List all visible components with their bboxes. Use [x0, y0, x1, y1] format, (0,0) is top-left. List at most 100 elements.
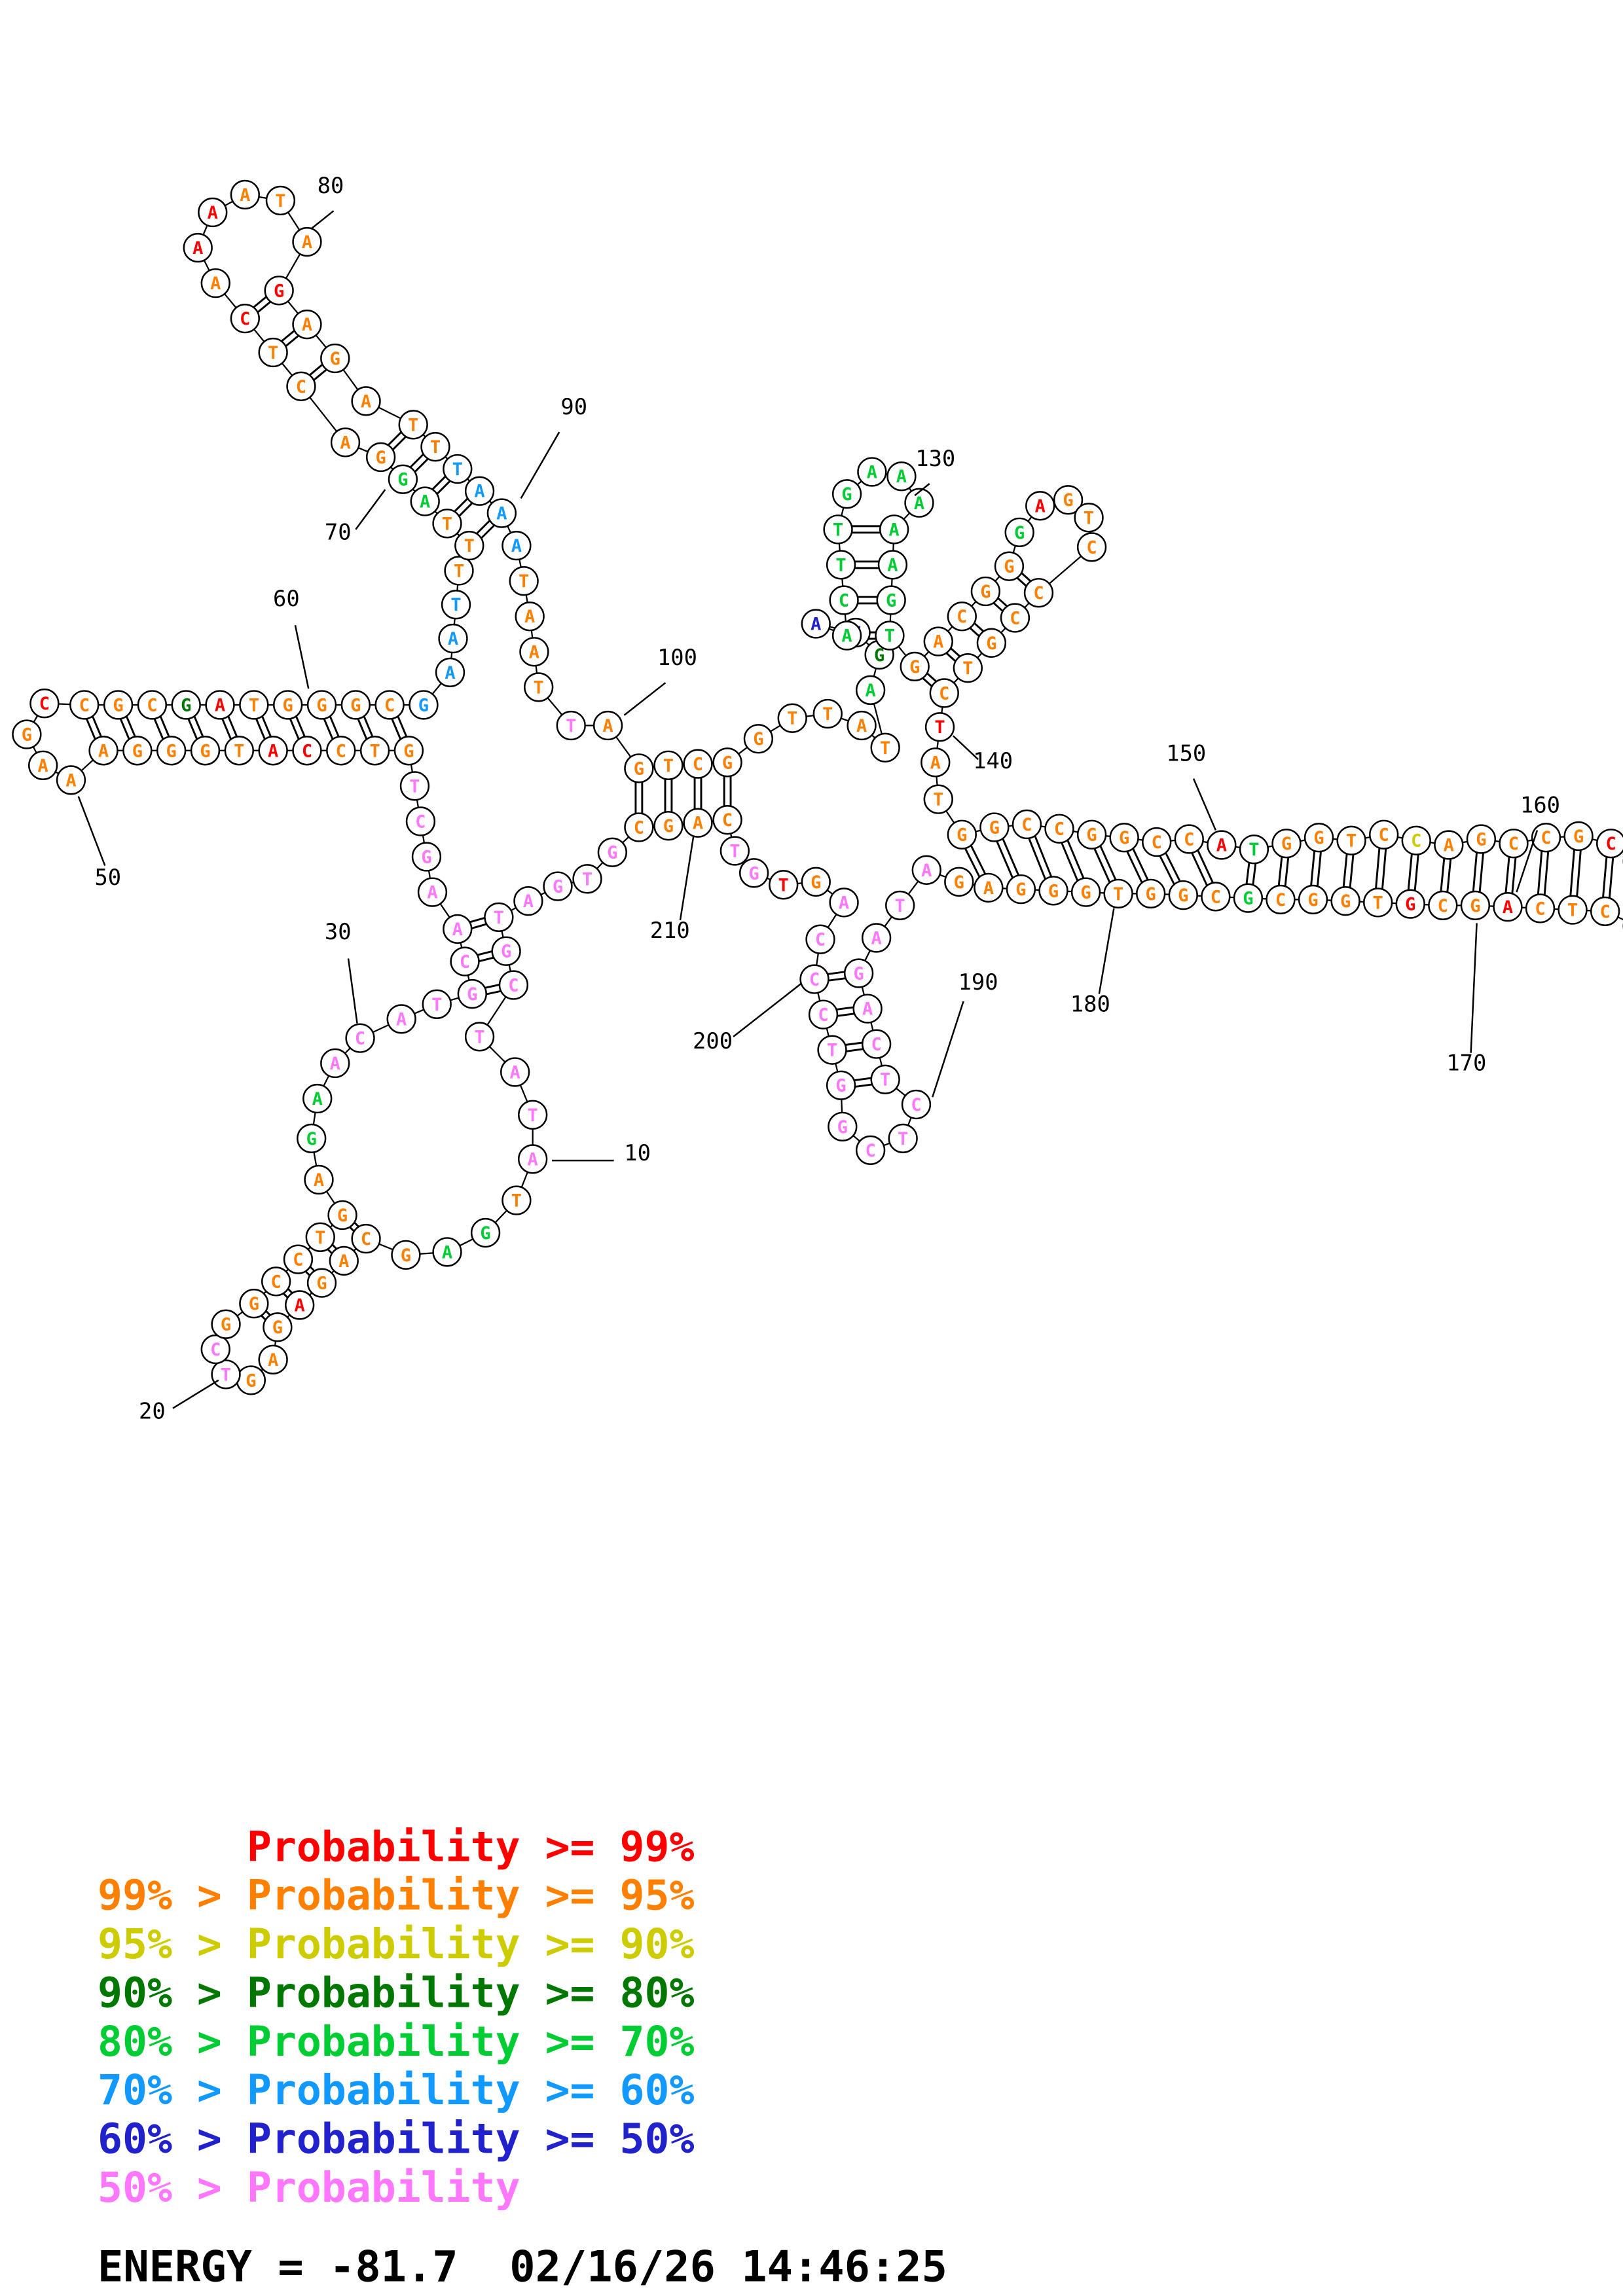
- nucleotide: A: [200, 268, 230, 298]
- nucleotide: T: [1239, 834, 1269, 865]
- nucleotide: A: [519, 637, 549, 667]
- nucleotide: T: [572, 864, 602, 894]
- nucleotide: A: [877, 550, 908, 580]
- nucleotide: C: [374, 690, 405, 720]
- nucleotide: C: [286, 371, 316, 401]
- svg-text:G: G: [853, 963, 864, 984]
- svg-text:G: G: [957, 825, 967, 846]
- svg-text:G: G: [663, 816, 674, 836]
- nucleotide: A: [183, 232, 213, 263]
- svg-text:G: G: [166, 741, 177, 761]
- nucleotide: T: [1103, 878, 1133, 908]
- nucleotide: A: [501, 530, 532, 561]
- nucleotide: G: [1233, 883, 1264, 913]
- position-label: 180: [1070, 908, 1115, 1017]
- svg-text:G: G: [986, 634, 996, 654]
- nucleotide: G: [122, 736, 153, 766]
- nucleotide: G: [470, 1217, 501, 1248]
- svg-text:190: 190: [958, 969, 998, 995]
- nucleotide: T: [653, 750, 684, 780]
- nucleotide: G: [994, 551, 1025, 581]
- nucleotide: G: [801, 867, 831, 897]
- nucleotide: G: [1070, 877, 1101, 907]
- nucleotide: T: [518, 1100, 548, 1130]
- nucleotide: A: [258, 736, 288, 766]
- svg-text:T: T: [369, 741, 380, 761]
- nucleotide: C: [450, 946, 480, 977]
- svg-text:A: A: [420, 492, 430, 512]
- svg-text:A: A: [340, 433, 350, 453]
- nucleotide: G: [1395, 889, 1425, 919]
- nucleotide: G: [739, 858, 769, 888]
- svg-text:C: C: [460, 952, 470, 972]
- svg-text:G: G: [480, 1223, 490, 1244]
- svg-text:C: C: [293, 1250, 303, 1270]
- svg-text:T: T: [249, 695, 259, 715]
- svg-text:T: T: [729, 841, 740, 861]
- nucleotide: A: [302, 1083, 333, 1114]
- svg-text:A: A: [867, 462, 877, 482]
- nucleotide: A: [351, 386, 381, 416]
- nucleotide: T: [464, 1022, 495, 1052]
- nucleotide: G: [979, 812, 1010, 842]
- legend-entry: 50% > Probability: [98, 2163, 520, 2212]
- svg-text:C: C: [302, 741, 312, 761]
- svg-text:G: G: [1146, 884, 1156, 905]
- svg-text:C: C: [1600, 902, 1611, 922]
- svg-text:210: 210: [650, 918, 690, 943]
- svg-text:G: G: [835, 1076, 846, 1096]
- svg-text:T: T: [833, 520, 843, 540]
- svg-text:A: A: [240, 185, 250, 206]
- nucleotide: C: [345, 1023, 375, 1053]
- svg-text:140: 140: [973, 748, 1013, 774]
- svg-text:C: C: [1606, 834, 1616, 854]
- nucleotide: T: [769, 870, 799, 900]
- nucleotide: G: [624, 753, 654, 783]
- svg-text:G: G: [1014, 523, 1025, 543]
- svg-text:70: 70: [325, 520, 352, 545]
- nucleotide: C: [326, 736, 356, 766]
- position-label: 190: [932, 969, 998, 1098]
- nucleotide: T: [870, 732, 900, 762]
- nucleotide: A: [518, 1144, 548, 1174]
- svg-text:C: C: [39, 694, 50, 714]
- svg-text:G: G: [748, 863, 759, 884]
- svg-text:G: G: [841, 484, 852, 505]
- svg-text:C: C: [911, 1095, 921, 1115]
- svg-text:T: T: [787, 709, 797, 729]
- nucleotide: A: [515, 601, 545, 632]
- svg-text:A: A: [496, 504, 507, 524]
- svg-text:A: A: [693, 814, 703, 834]
- nucleotide: G: [320, 343, 350, 374]
- svg-text:A: A: [510, 1062, 520, 1083]
- nucleotide: A: [320, 1048, 350, 1079]
- nucleotide: G: [1271, 829, 1302, 859]
- svg-text:G: G: [909, 657, 920, 677]
- svg-text:100: 100: [657, 645, 697, 670]
- svg-text:G: G: [397, 470, 408, 490]
- svg-text:G: G: [200, 741, 210, 761]
- svg-text:G: G: [306, 1129, 317, 1149]
- svg-text:G: G: [316, 1274, 327, 1294]
- nucleotide: C: [261, 1266, 291, 1297]
- nucleotide: A: [410, 486, 440, 516]
- nucleotide: A: [329, 1246, 359, 1276]
- nucleotide: G: [306, 690, 337, 720]
- svg-text:C: C: [271, 1272, 282, 1292]
- nucleotide: C: [1201, 882, 1231, 912]
- svg-text:G: G: [249, 1294, 259, 1314]
- nucleotide: G: [831, 479, 862, 509]
- svg-text:G: G: [886, 590, 896, 611]
- svg-text:G: G: [1063, 490, 1073, 511]
- position-label: 140: [952, 735, 1013, 774]
- nucleotide: G: [1038, 876, 1068, 906]
- svg-text:G: G: [553, 877, 563, 897]
- nucleotide: C: [1531, 823, 1561, 853]
- svg-text:G: G: [837, 1117, 848, 1138]
- position-label: 100: [623, 645, 697, 716]
- svg-text:A: A: [856, 716, 867, 736]
- svg-text:T: T: [962, 658, 973, 679]
- svg-text:G: G: [1015, 880, 1026, 900]
- svg-text:A: A: [871, 928, 882, 948]
- svg-text:T: T: [431, 995, 442, 1015]
